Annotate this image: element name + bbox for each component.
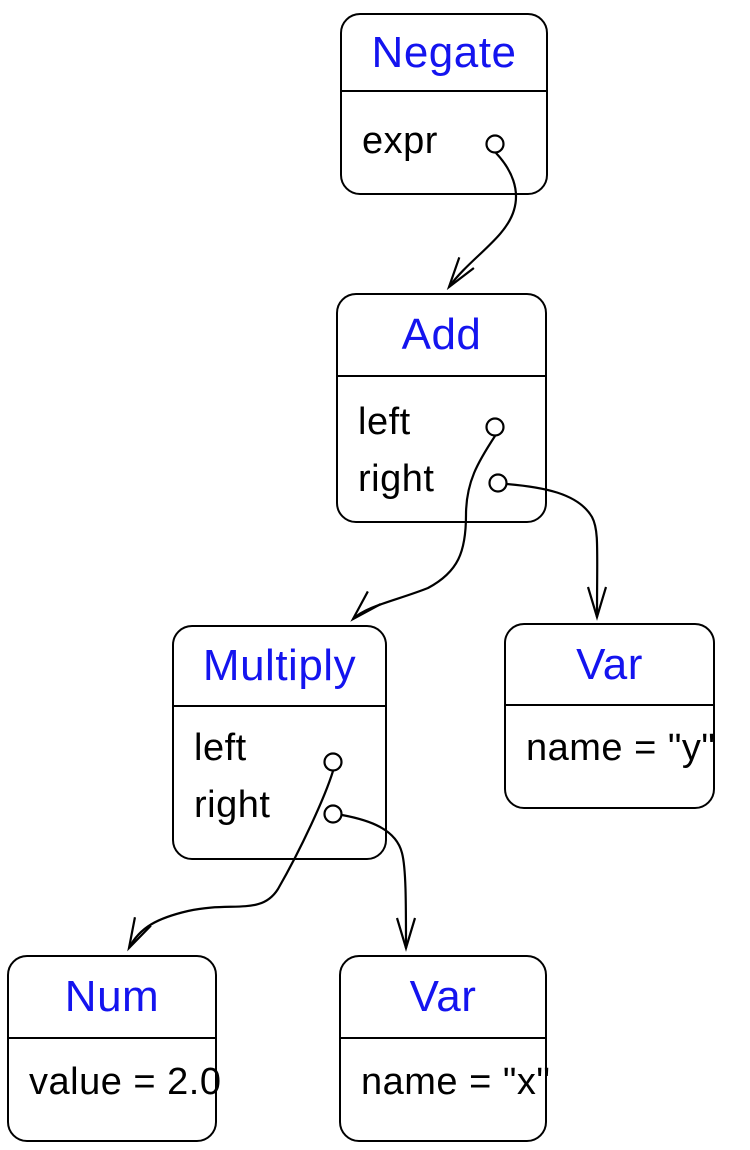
node-var-y-title: Var <box>506 625 713 706</box>
node-multiply-field-left: left <box>194 727 247 769</box>
node-var-y-field-name: name = "y" <box>526 727 716 769</box>
node-num-field-value: value = 2.0 <box>29 1061 222 1103</box>
node-add-field-right: right <box>358 458 435 500</box>
node-var-x: Var name = "x" <box>339 955 551 1142</box>
node-multiply-title: Multiply <box>174 627 385 707</box>
node-var-y: Var name = "y" <box>504 623 715 809</box>
node-num-title: Num <box>9 957 215 1039</box>
node-var-x-field-name: name = "x" <box>361 1061 551 1103</box>
node-negate-title: Negate <box>342 15 546 92</box>
node-negate-field-expr: expr <box>362 120 438 162</box>
node-multiply: Multiply left right <box>172 625 387 860</box>
node-add: Add left right <box>336 293 547 523</box>
node-negate: Negate expr <box>340 13 548 195</box>
node-add-title: Add <box>338 295 545 377</box>
node-num: Num value = 2.0 <box>7 955 221 1142</box>
node-multiply-field-right: right <box>194 784 271 826</box>
node-add-field-left: left <box>358 401 411 443</box>
node-var-x-title: Var <box>341 957 545 1039</box>
